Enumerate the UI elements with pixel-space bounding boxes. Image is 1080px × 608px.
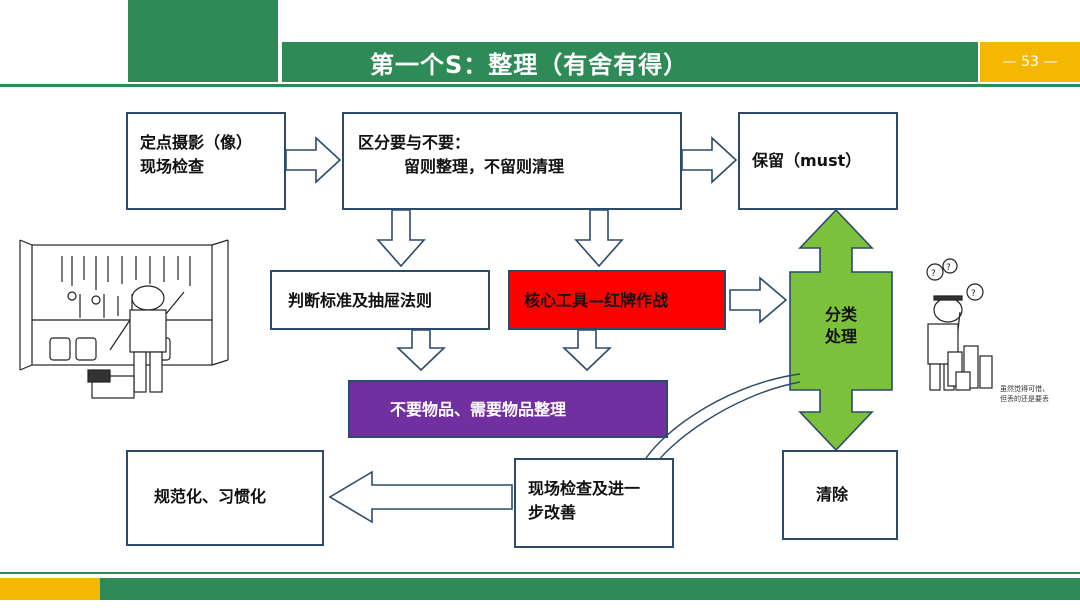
box-remove: 清除 [782,450,898,540]
svg-text:?: ? [946,263,951,273]
box-red-tag-text: 核心工具—红牌作战 [524,291,669,310]
side-note-line1: 虽然觉得可惜， [1000,385,1049,393]
box-keep-text: 保留（must） [752,151,862,170]
box-photo-inspection: 定点摄影（像） 现场检查 [126,112,286,210]
side-note: 虽然觉得可惜， 但丢的还是要丢 [1000,384,1049,404]
side-note-line2: 但丢的还是要丢 [1000,395,1049,403]
box-distinguish-line1: 区分要与不要： [358,133,471,152]
page-title-text: 第一个S：整理（有舍有得） [370,50,689,79]
sort-label: 分类 处理 [790,304,892,348]
page-number: — 53 — [980,42,1080,82]
box-inspect-line2: 步改善 [528,503,577,522]
box-red-tag: 核心工具—红牌作战 [508,270,726,330]
box-items-sort: 不要物品、需要物品整理 [348,380,668,438]
svg-text:?: ? [971,289,976,299]
curve-sort-to-inspect [639,373,801,471]
box-criteria-text: 判断标准及抽屉法则 [288,291,433,310]
arrow-distinguish-to-keep [681,136,738,184]
footer-accent-green [100,578,1080,600]
sort-label-line2: 处理 [824,327,857,346]
header-block-left [128,0,278,82]
box-standardize: 规范化、习惯化 [126,450,324,546]
arrow-inspect-to-standardize [328,470,513,524]
arrow-down-to-criteria [376,209,426,268]
arrow-redtag-to-items [562,329,612,372]
box-remove-text: 清除 [816,485,849,504]
sort-label-line1: 分类 [824,305,857,324]
header-divider [0,84,1080,87]
footer-accent-yellow [0,578,100,600]
arrow-redtag-to-sort [729,276,788,324]
box-photo-line1: 定点摄影（像） [140,133,253,152]
box-keep: 保留（must） [738,112,898,210]
box-items-text: 不要物品、需要物品整理 [390,400,567,419]
box-inspect-line1: 现场检查及进一 [528,479,641,498]
box-criteria: 判断标准及抽屉法则 [270,270,490,330]
box-distinguish-line2: 留则整理，不留则清理 [404,157,565,176]
arrow-down-to-redtag [574,209,624,268]
footer-divider [0,572,1080,574]
box-inspect-improve: 现场检查及进一 步改善 [514,458,674,548]
box-photo-line2: 现场检查 [140,157,205,176]
page-number-text: — 53 — [1002,54,1058,70]
page-title: 第一个S：整理（有舍有得） [282,42,978,82]
box-distinguish: 区分要与不要： 留则整理，不留则清理 [342,112,682,210]
arrow-photo-to-distinguish [285,136,342,184]
svg-text:?: ? [931,269,936,279]
arrow-criteria-to-items [396,329,446,372]
box-standardize-text: 规范化、习惯化 [154,487,267,506]
